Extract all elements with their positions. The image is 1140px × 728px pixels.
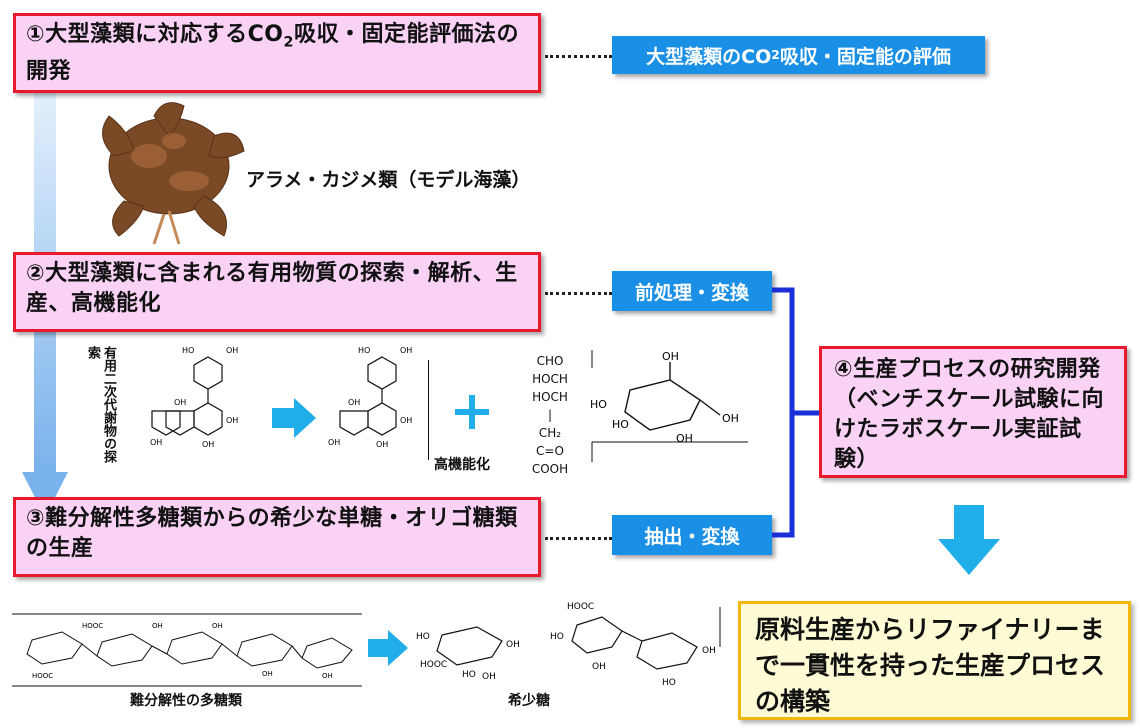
svg-text:OH: OH [592,662,606,672]
high-function-label: 高機能化 [434,454,490,474]
connector-dotted-1 [545,55,612,58]
seaweed-caption: アラメ・カジメ類（モデル海藻） [246,165,530,192]
svg-text:HO: HO [182,346,194,355]
cyan-arrow-right-2 [368,630,408,666]
polysaccharide-structure: HOOC OH OH OH HOOC OH [12,610,364,690]
svg-text:HOOC: HOOC [420,660,447,670]
goal-box: 原料生産からリファイナリーまで一貫性を持った生産プロセスの構築 [738,601,1131,720]
svg-text:OH: OH [328,438,340,447]
svg-text:OH: OH [202,440,214,449]
svg-text:HO: HO [612,418,629,431]
svg-text:OH: OH [212,622,223,630]
plus-icon [455,395,489,429]
phlorotannin-structure-2: HO OH OH OH OH OH [320,345,430,475]
research-item-4-box: ④生産プロセスの研究開発（ベンチスケール試験に向けたラボスケール実証試験） [819,346,1127,478]
svg-text:HO: HO [590,398,607,411]
extraction-conversion-label: 抽出・変換 [612,515,772,555]
svg-text:OH: OH [722,412,739,425]
svg-text:OH: OH [702,646,716,656]
phlorotannin-structure-1: HO OH OH OH OH OH [140,345,270,475]
svg-text:HOOC: HOOC [82,622,103,630]
svg-text:OH: OH [348,398,360,407]
svg-text:HOOC: HOOC [567,602,594,612]
svg-text:OH: OH [150,438,162,447]
svg-text:HO: HO [462,670,476,680]
research-item-3-box: ③難分解性多糖類からの希少な単糖・オリゴ糖類の生産 [13,497,541,577]
divider-line [428,360,429,460]
cyan-arrow-right-1 [272,398,316,438]
pyranose-structure: OH HO HO OH OH [590,350,750,465]
seaweed-image [84,96,254,246]
svg-text:OH: OH [174,398,186,407]
svg-text:OH: OH [676,432,693,445]
svg-text:OH: OH [226,346,238,355]
svg-text:HO: HO [550,632,564,642]
svg-text:OH: OH [400,416,412,425]
svg-text:OH: OH [482,672,496,682]
svg-text:OH: OH [506,640,520,650]
svg-text:HOOC: HOOC [32,672,53,680]
svg-text:OH: OH [322,672,333,680]
polysaccharide-label: 難分解性の多糖類 [130,690,242,710]
research-item-2-box: ②大型藻類に含まれる有用物質の探索・解析、生産、高機能化 [13,252,541,332]
secondary-metabolite-label: 有用二次代謝物の探索 [84,346,116,466]
chain-sugar-structure: CHO HOCH HOCH | CH₂ C=O COOH [520,352,580,478]
svg-text:OH: OH [662,350,679,363]
rare-sugar-label: 希少糖 [508,690,550,710]
rare-sugar-structure: HO OH HOOC HO OH HOOC HO OH OH HO [412,595,732,695]
svg-text:HO: HO [416,632,430,642]
svg-text:OH: OH [226,416,238,425]
svg-text:HO: HO [662,678,676,688]
svg-text:OH: OH [262,670,273,678]
pretreatment-conversion-label: 前処理・変換 [612,271,772,311]
svg-text:OH: OH [152,622,163,630]
svg-text:OH: OH [376,440,388,449]
svg-text:OH: OH [400,346,412,355]
research-item-1-box: ①大型藻類に対応するCO2吸収・固定能評価法の開発 [13,13,541,93]
cyan-arrow-down [938,505,1000,575]
connector-dotted-3 [545,537,612,540]
svg-text:HO: HO [358,346,370,355]
connector-dotted-2 [545,292,612,295]
